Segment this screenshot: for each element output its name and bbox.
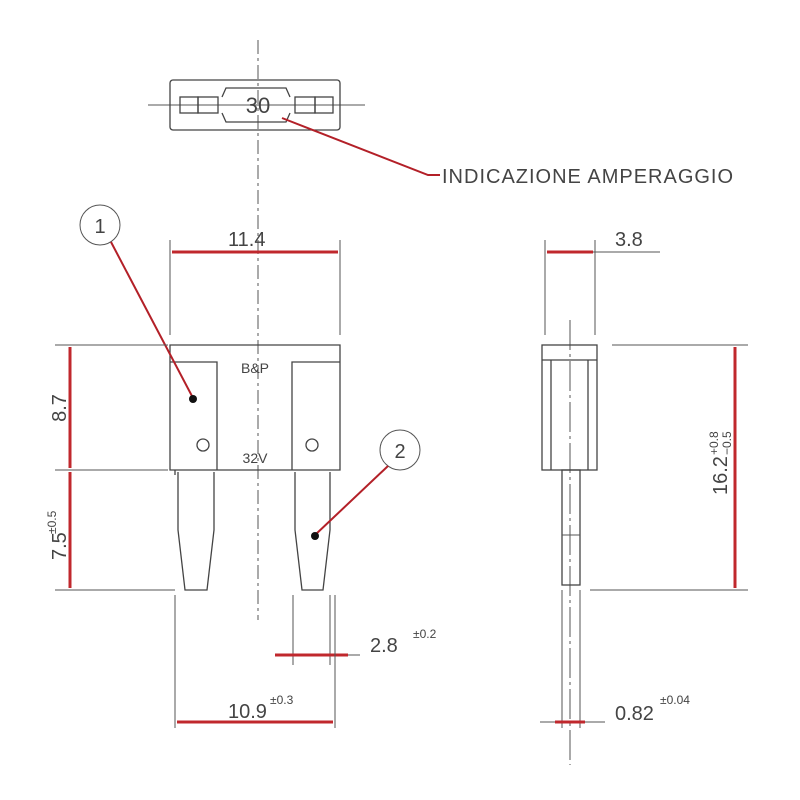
front-view: B&P 32V 1 2 11.4 8.7 7.5 ±0.5	[45, 204, 437, 728]
brand-marking: B&P	[241, 360, 269, 376]
callout-1-leader	[110, 241, 194, 399]
terminal-slot	[197, 96, 219, 114]
amperage-leader-line	[281, 117, 440, 176]
dim-overall-height-tol-plus: +0.8	[707, 431, 721, 455]
side-blade	[561, 469, 581, 586]
dim-blade-width: 2.8	[370, 635, 398, 657]
callout-1-dot	[189, 395, 197, 403]
callout-2-leader	[314, 465, 389, 536]
callout-2-dot	[311, 532, 319, 540]
dim-overall-height-tol-minus: −0.5	[720, 431, 734, 455]
amperage-leader-label: INDICAZIONE AMPERAGGIO	[442, 166, 734, 188]
callout-2: 2	[394, 441, 405, 463]
callout-2-circle	[379, 429, 421, 471]
terminal-slot	[314, 96, 334, 114]
top-view: 30 INDICAZIONE AMPERAGGIO	[148, 40, 734, 620]
dim-overall-height: 16.2	[710, 456, 732, 495]
blade-left	[174, 470, 215, 591]
body-inner-lines	[170, 361, 340, 470]
blade-right	[294, 472, 331, 591]
dim-blade-thickness: 0.82	[615, 703, 654, 725]
test-point	[305, 438, 319, 452]
fuse-body	[169, 344, 341, 471]
dim-blade-thickness-tol: ±0.04	[660, 693, 690, 707]
dim-blade-length: 7.5	[49, 532, 71, 560]
dim-blade-length-tol: ±0.5	[45, 510, 59, 534]
callout-1: 1	[94, 216, 105, 238]
dim-overall-width-tol: ±0.3	[270, 693, 294, 707]
dim-blade-width-tol: ±0.2	[413, 627, 437, 641]
callout-1-circle	[79, 204, 121, 246]
center-window	[221, 87, 291, 123]
dim-body-height: 8.7	[49, 394, 71, 422]
top-view-outline	[169, 79, 341, 131]
test-point	[196, 438, 210, 452]
voltage-marking: 32V	[243, 450, 269, 466]
side-inner-lines	[542, 359, 597, 470]
dim-width-top: 11.4	[228, 229, 265, 251]
amperage-marking: 30	[246, 93, 270, 118]
side-view: 3.8 16.2 +0.8 −0.5 0.82 ±0.04	[540, 229, 748, 765]
dim-overall-width: 10.9	[228, 701, 267, 723]
dim-thickness: 3.8	[615, 229, 643, 251]
